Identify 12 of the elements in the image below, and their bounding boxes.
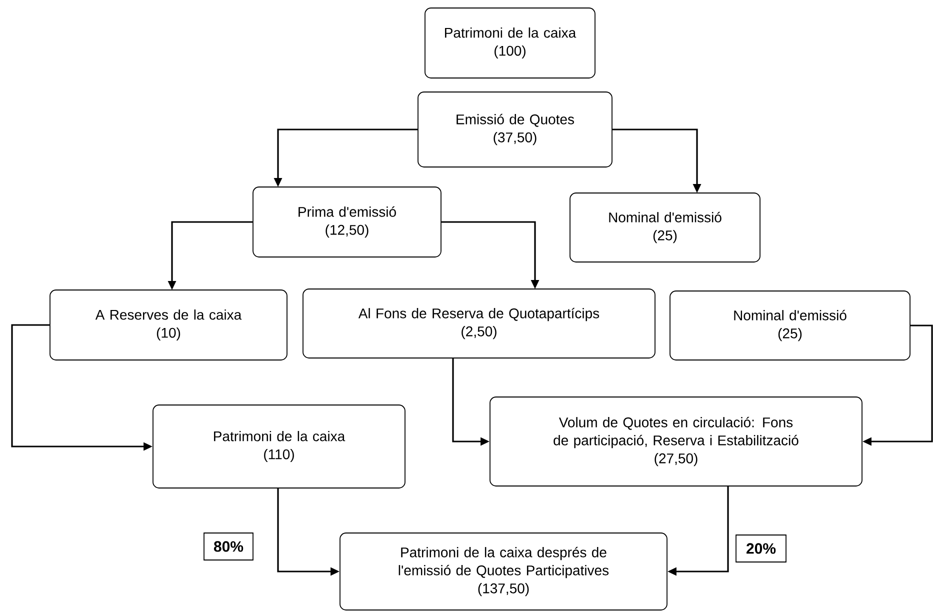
process-box: Al Fons de Reserva de Quotapartícips (2,50) xyxy=(302,288,656,358)
process-box: Patrimoni de la caixa (100) xyxy=(424,8,596,78)
process-box: Patrimoni de la caixa després de l'emissió de Quotes Participatives (137,50) xyxy=(340,532,668,610)
percentage-label: 80% xyxy=(204,532,254,560)
percentage-label: 20% xyxy=(736,534,786,562)
process-box: Patrimoni de la caixa (110) xyxy=(152,404,406,488)
process-box: Nominal d'emissió (25) xyxy=(570,192,760,262)
process-box: A Reserves de la caixa (10) xyxy=(50,290,288,360)
process-box: Prima d'emissió (12,50) xyxy=(252,186,442,258)
process-box: Emissió de Quotes (37,50) xyxy=(418,92,612,168)
process-box: Volum de Quotes en circulació: Fons de participació, Reserva i Estabilització (27,50) xyxy=(490,396,862,486)
process-box: Nominal d'emissió (25) xyxy=(670,290,910,360)
